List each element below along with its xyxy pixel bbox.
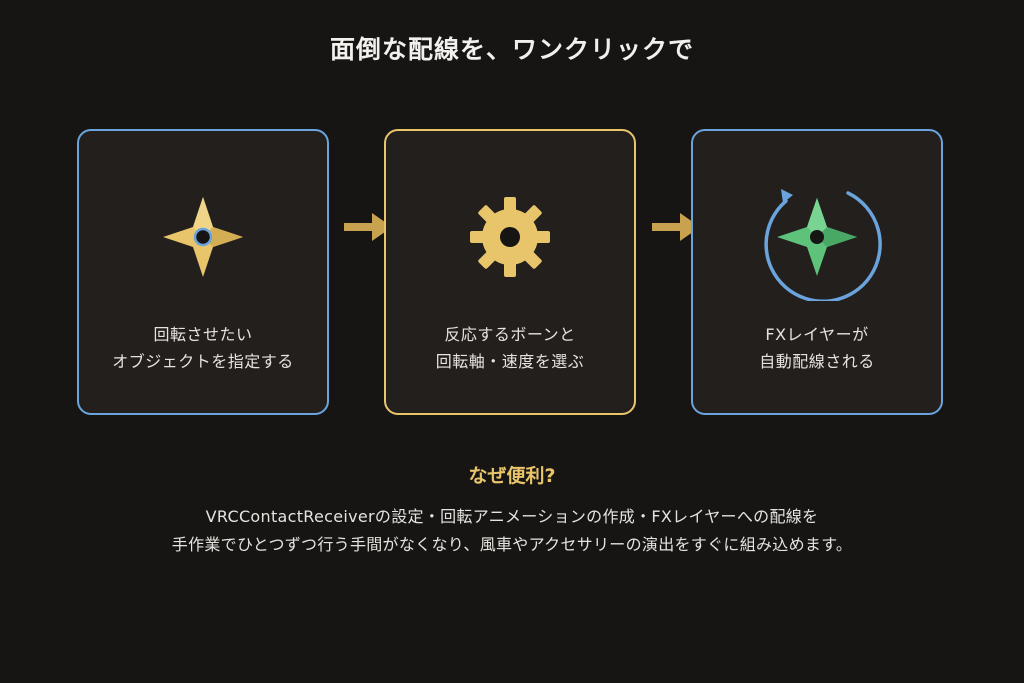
why-heading: なぜ便利?: [468, 465, 556, 487]
step-card-2: 反応するボーンと 回転軸・速度を選ぶ: [384, 129, 636, 415]
step-label-2: 反応するボーンと 回転軸・速度を選ぶ: [435, 325, 585, 371]
shuriken-object-icon: [163, 197, 243, 277]
why-description: VRCContactReceiverの設定・回転アニメーションの作成・FXレイヤ…: [171, 507, 853, 554]
arrow-right-icon: [652, 213, 700, 241]
step-card-1: 回転させたい オブジェクトを指定する: [77, 129, 329, 415]
gear-icon: [470, 197, 550, 277]
step-label-1: 回転させたい オブジェクトを指定する: [112, 325, 294, 371]
step-card-3: FXレイヤーが 自動配線される: [691, 129, 943, 415]
step-label-3: FXレイヤーが 自動配線される: [759, 325, 875, 371]
page-title: 面倒な配線を、ワンクリックで: [329, 35, 694, 64]
rotating-shuriken-icon: [764, 189, 882, 301]
arrow-right-icon: [344, 213, 392, 241]
